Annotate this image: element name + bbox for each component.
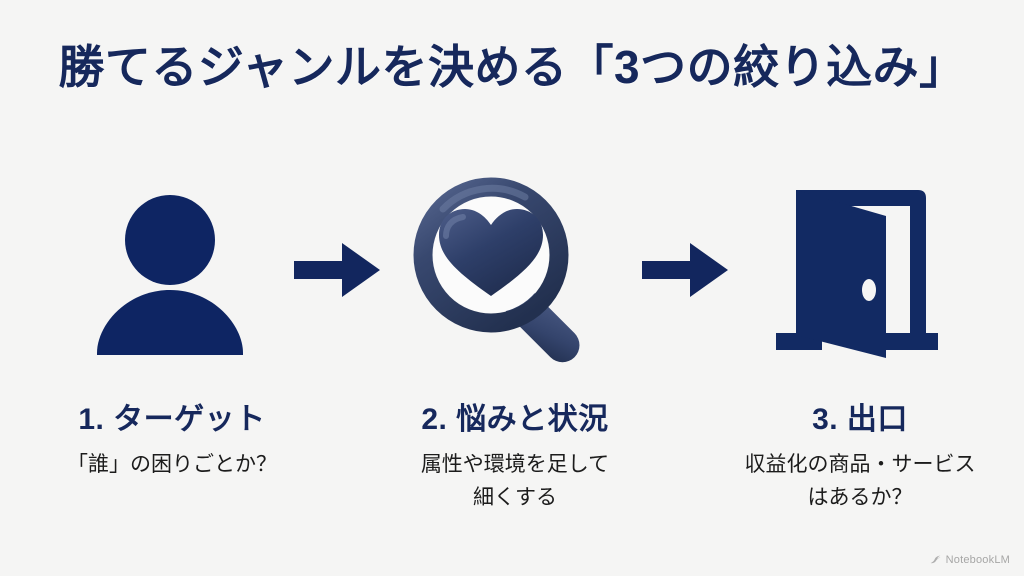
step-2-body: 属性や環境を足して 細くする bbox=[365, 448, 665, 514]
arrow-right-2 bbox=[630, 170, 740, 370]
step-2-caption: 2. 悩みと状況 属性や環境を足して 細くする bbox=[365, 400, 665, 514]
icon-row bbox=[0, 170, 1024, 370]
step-3-caption: 3. 出口 収益化の商品・サービス はあるか？ bbox=[710, 400, 1010, 514]
step-2-icon-container bbox=[395, 170, 615, 370]
step-1-icon-container bbox=[60, 170, 280, 370]
page-title: 勝てるジャンルを決める「3つの絞り込み」 bbox=[58, 41, 966, 93]
notebooklm-logo-icon bbox=[929, 553, 942, 566]
step-1-body: 「誰」の困りごとか？ bbox=[22, 448, 322, 481]
caption-row: 1. ターゲット 「誰」の困りごとか？ 2. 悩みと状況 属性や環境を足して 細… bbox=[0, 400, 1024, 550]
step-2-body-line-1: 属性や環境を足して bbox=[420, 453, 610, 476]
magnifier-heart-icon bbox=[405, 175, 605, 365]
step-2-heading: 2. 悩みと状況 bbox=[421, 403, 609, 436]
step-1-body-line-1: 「誰」の困りごとか？ bbox=[67, 453, 277, 476]
step-3-icon-container bbox=[745, 170, 965, 370]
step-3-body-line-2: はあるか？ bbox=[807, 486, 913, 509]
notebooklm-label: NotebookLM bbox=[945, 553, 1010, 566]
step-3-body: 収益化の商品・サービス はあるか？ bbox=[710, 448, 1010, 514]
arrow-right-1 bbox=[282, 170, 392, 370]
notebooklm-watermark: NotebookLM bbox=[929, 553, 1010, 566]
person-icon bbox=[85, 185, 255, 355]
step-3-heading: 3. 出口 bbox=[812, 403, 908, 436]
step-1-heading: 1. ターゲット bbox=[78, 403, 266, 436]
open-door-icon bbox=[768, 183, 943, 358]
step-3-body-line-1: 収益化の商品・サービス bbox=[744, 453, 976, 476]
step-2-body-line-2: 細くする bbox=[473, 486, 557, 509]
step-1-caption: 1. ターゲット 「誰」の困りごとか？ bbox=[22, 400, 322, 481]
